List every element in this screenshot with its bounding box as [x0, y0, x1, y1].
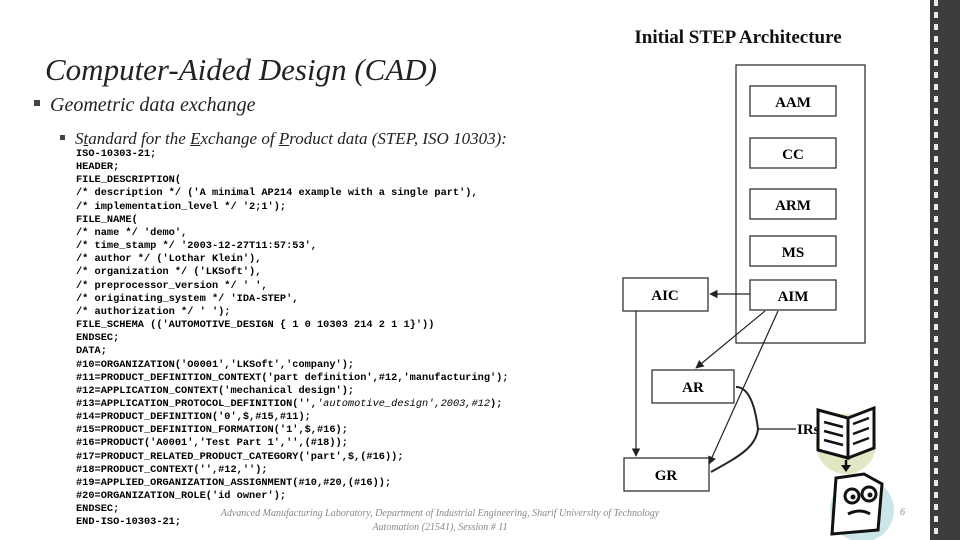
box-aic-label: AIC: [651, 288, 679, 304]
box-arm-label: ARM: [775, 198, 811, 214]
box-aim-label: AIM: [778, 289, 809, 305]
code-line: #19=APPLIED_ORGANIZATION_ASSIGNMENT(#10,…: [76, 476, 392, 489]
box-aic: [622, 277, 709, 312]
code-line: /* organization */ ('LKSoft'),: [76, 266, 262, 279]
irs-brace: [710, 386, 760, 473]
code-line: /* preprocessor_version */ ' ',: [76, 279, 268, 292]
code-line: #18=PRODUCT_CONTEXT('',#12,'');: [76, 463, 268, 476]
bullet-square-icon: [60, 134, 65, 140]
code-line: #12=APPLICATION_CONTEXT('mechanical desi…: [76, 384, 355, 397]
box-gr: [623, 457, 710, 492]
code-line: ENDSEC;: [76, 503, 120, 516]
code-line: #14=PRODUCT_DEFINITION('0',$,#15,#11);: [76, 411, 311, 424]
step-file-code-listing: ISO-10303-21;HEADER;FILE_DESCRIPTION(/* …: [76, 148, 509, 530]
box-aam: [749, 85, 837, 117]
code-line: #17=PRODUCT_RELATED_PRODUCT_CATEGORY('pa…: [76, 450, 404, 463]
open-book-icon: [816, 405, 876, 474]
code-line: DATA;: [76, 345, 107, 358]
architecture-title: Initial STEP Architecture: [634, 27, 841, 48]
code-line: FILE_SCHEMA (('AUTOMOTIVE_DESIGN { 1 0 1…: [76, 319, 435, 332]
box-aam-label: AAM: [775, 95, 811, 111]
box-ms: [749, 235, 837, 267]
arrow-aim-to-ar: [695, 310, 766, 369]
footer-course-line: Automation (21541), Session # 11: [372, 522, 508, 533]
code-line: /* originating_system */ 'IDA-STEP',: [76, 292, 299, 305]
box-cc-label: CC: [782, 147, 804, 163]
code-line: #16=PRODUCT('A0001','Test Part 1','',(#1…: [76, 437, 348, 450]
code-line: #15=PRODUCT_DEFINITION_FORMATION('1',$,#…: [76, 424, 348, 437]
slide-footer: Advanced Manufacturing Laboratory, Depar…: [190, 507, 690, 535]
architecture-container: [735, 64, 866, 344]
footer-lab-line: Advanced Manufacturing Laboratory, Depar…: [220, 508, 660, 519]
code-line: END-ISO-10303-21;: [76, 516, 182, 529]
code-line: FILE_DESCRIPTION(: [76, 174, 182, 187]
slide-title: Computer-Aided Design (CAD): [45, 52, 437, 87]
box-arm: [749, 188, 837, 220]
architecture-stack: AAM CC ARM MS AIM: [749, 85, 837, 311]
code-line: #13=APPLICATION_PROTOCOL_DEFINITION('','…: [76, 397, 503, 410]
code-line: #20=ORGANIZATION_ROLE('id owner');: [76, 490, 287, 503]
box-gr-label: GR: [655, 468, 678, 484]
box-aim: [749, 279, 837, 311]
code-line: #10=ORGANIZATION('O0001','LKSoft','compa…: [76, 358, 355, 371]
box-ms-label: MS: [782, 245, 805, 261]
bullet-geometric-data-exchange: Geometric data exchange: [34, 94, 255, 117]
code-line: /* author */ ('Lothar Klein'),: [76, 253, 262, 266]
code-line: HEADER;: [76, 161, 120, 174]
bullet-square-icon: [34, 100, 40, 107]
code-line: /* authorization */ ' ');: [76, 305, 231, 318]
thinking-face-icon: [830, 472, 894, 540]
code-line: /* description */ ('A minimal AP214 exam…: [76, 187, 478, 200]
code-line: ISO-10303-21;: [76, 148, 157, 160]
code-line: ENDSEC;: [76, 332, 120, 345]
irs-label: IRs: [797, 422, 820, 438]
code-line: /* time_stamp */ '2003-12-27T11:57:53',: [76, 240, 317, 253]
code-line: #11=PRODUCT_DEFINITION_CONTEXT('part def…: [76, 371, 509, 384]
code-line: FILE_NAME(: [76, 213, 138, 226]
code-line: /* name */ 'demo',: [76, 226, 188, 239]
bullet-step-standard: Standard for the Exchange of Product dat…: [60, 129, 507, 149]
page-number: 6: [900, 507, 905, 518]
slide-right-border: [930, 0, 960, 540]
box-ar-label: AR: [682, 380, 704, 396]
box-ar: [651, 369, 735, 404]
arrow-aim-to-gr: [708, 310, 779, 465]
box-cc: [749, 137, 837, 169]
code-line: /* implementation_level */ '2;1');: [76, 200, 287, 213]
